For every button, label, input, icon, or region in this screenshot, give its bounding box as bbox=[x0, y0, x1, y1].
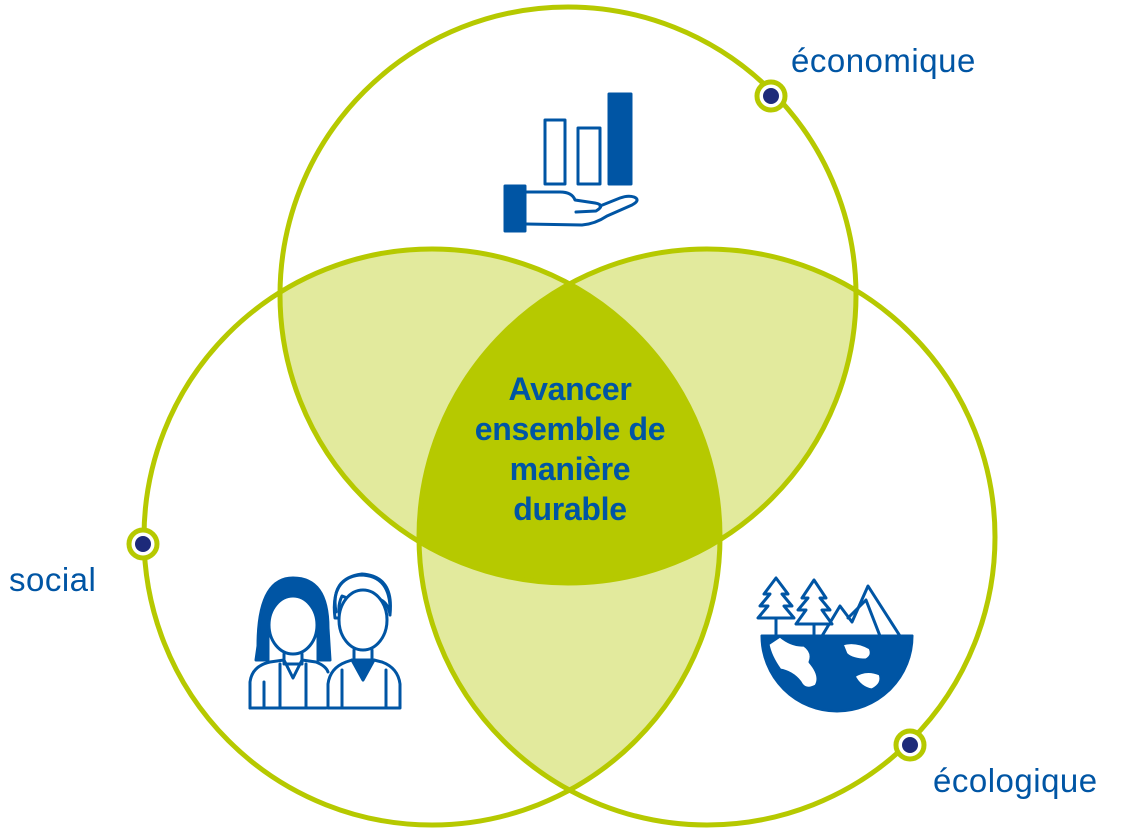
dot-economic bbox=[754, 79, 788, 113]
earth-with-trees-and-mountains-icon bbox=[756, 576, 914, 713]
hand-holding-bar-chart-icon bbox=[503, 92, 639, 233]
dot-social bbox=[126, 527, 160, 561]
center-line-3: manière bbox=[509, 451, 631, 487]
center-line-1: Avancer bbox=[508, 371, 632, 407]
label-ecological: écologique bbox=[933, 762, 1098, 799]
center-line-4: durable bbox=[513, 491, 627, 527]
dot-ecological bbox=[893, 728, 927, 762]
label-economic: économique bbox=[791, 42, 976, 79]
center-line-2: ensemble de bbox=[474, 411, 666, 447]
label-social: social bbox=[9, 561, 97, 598]
center-statement: Avancer ensemble de manière durable bbox=[420, 369, 720, 529]
two-people-icon bbox=[248, 572, 402, 710]
circle-ecological bbox=[416, 246, 998, 828]
overlap-all-three bbox=[419, 249, 720, 583]
